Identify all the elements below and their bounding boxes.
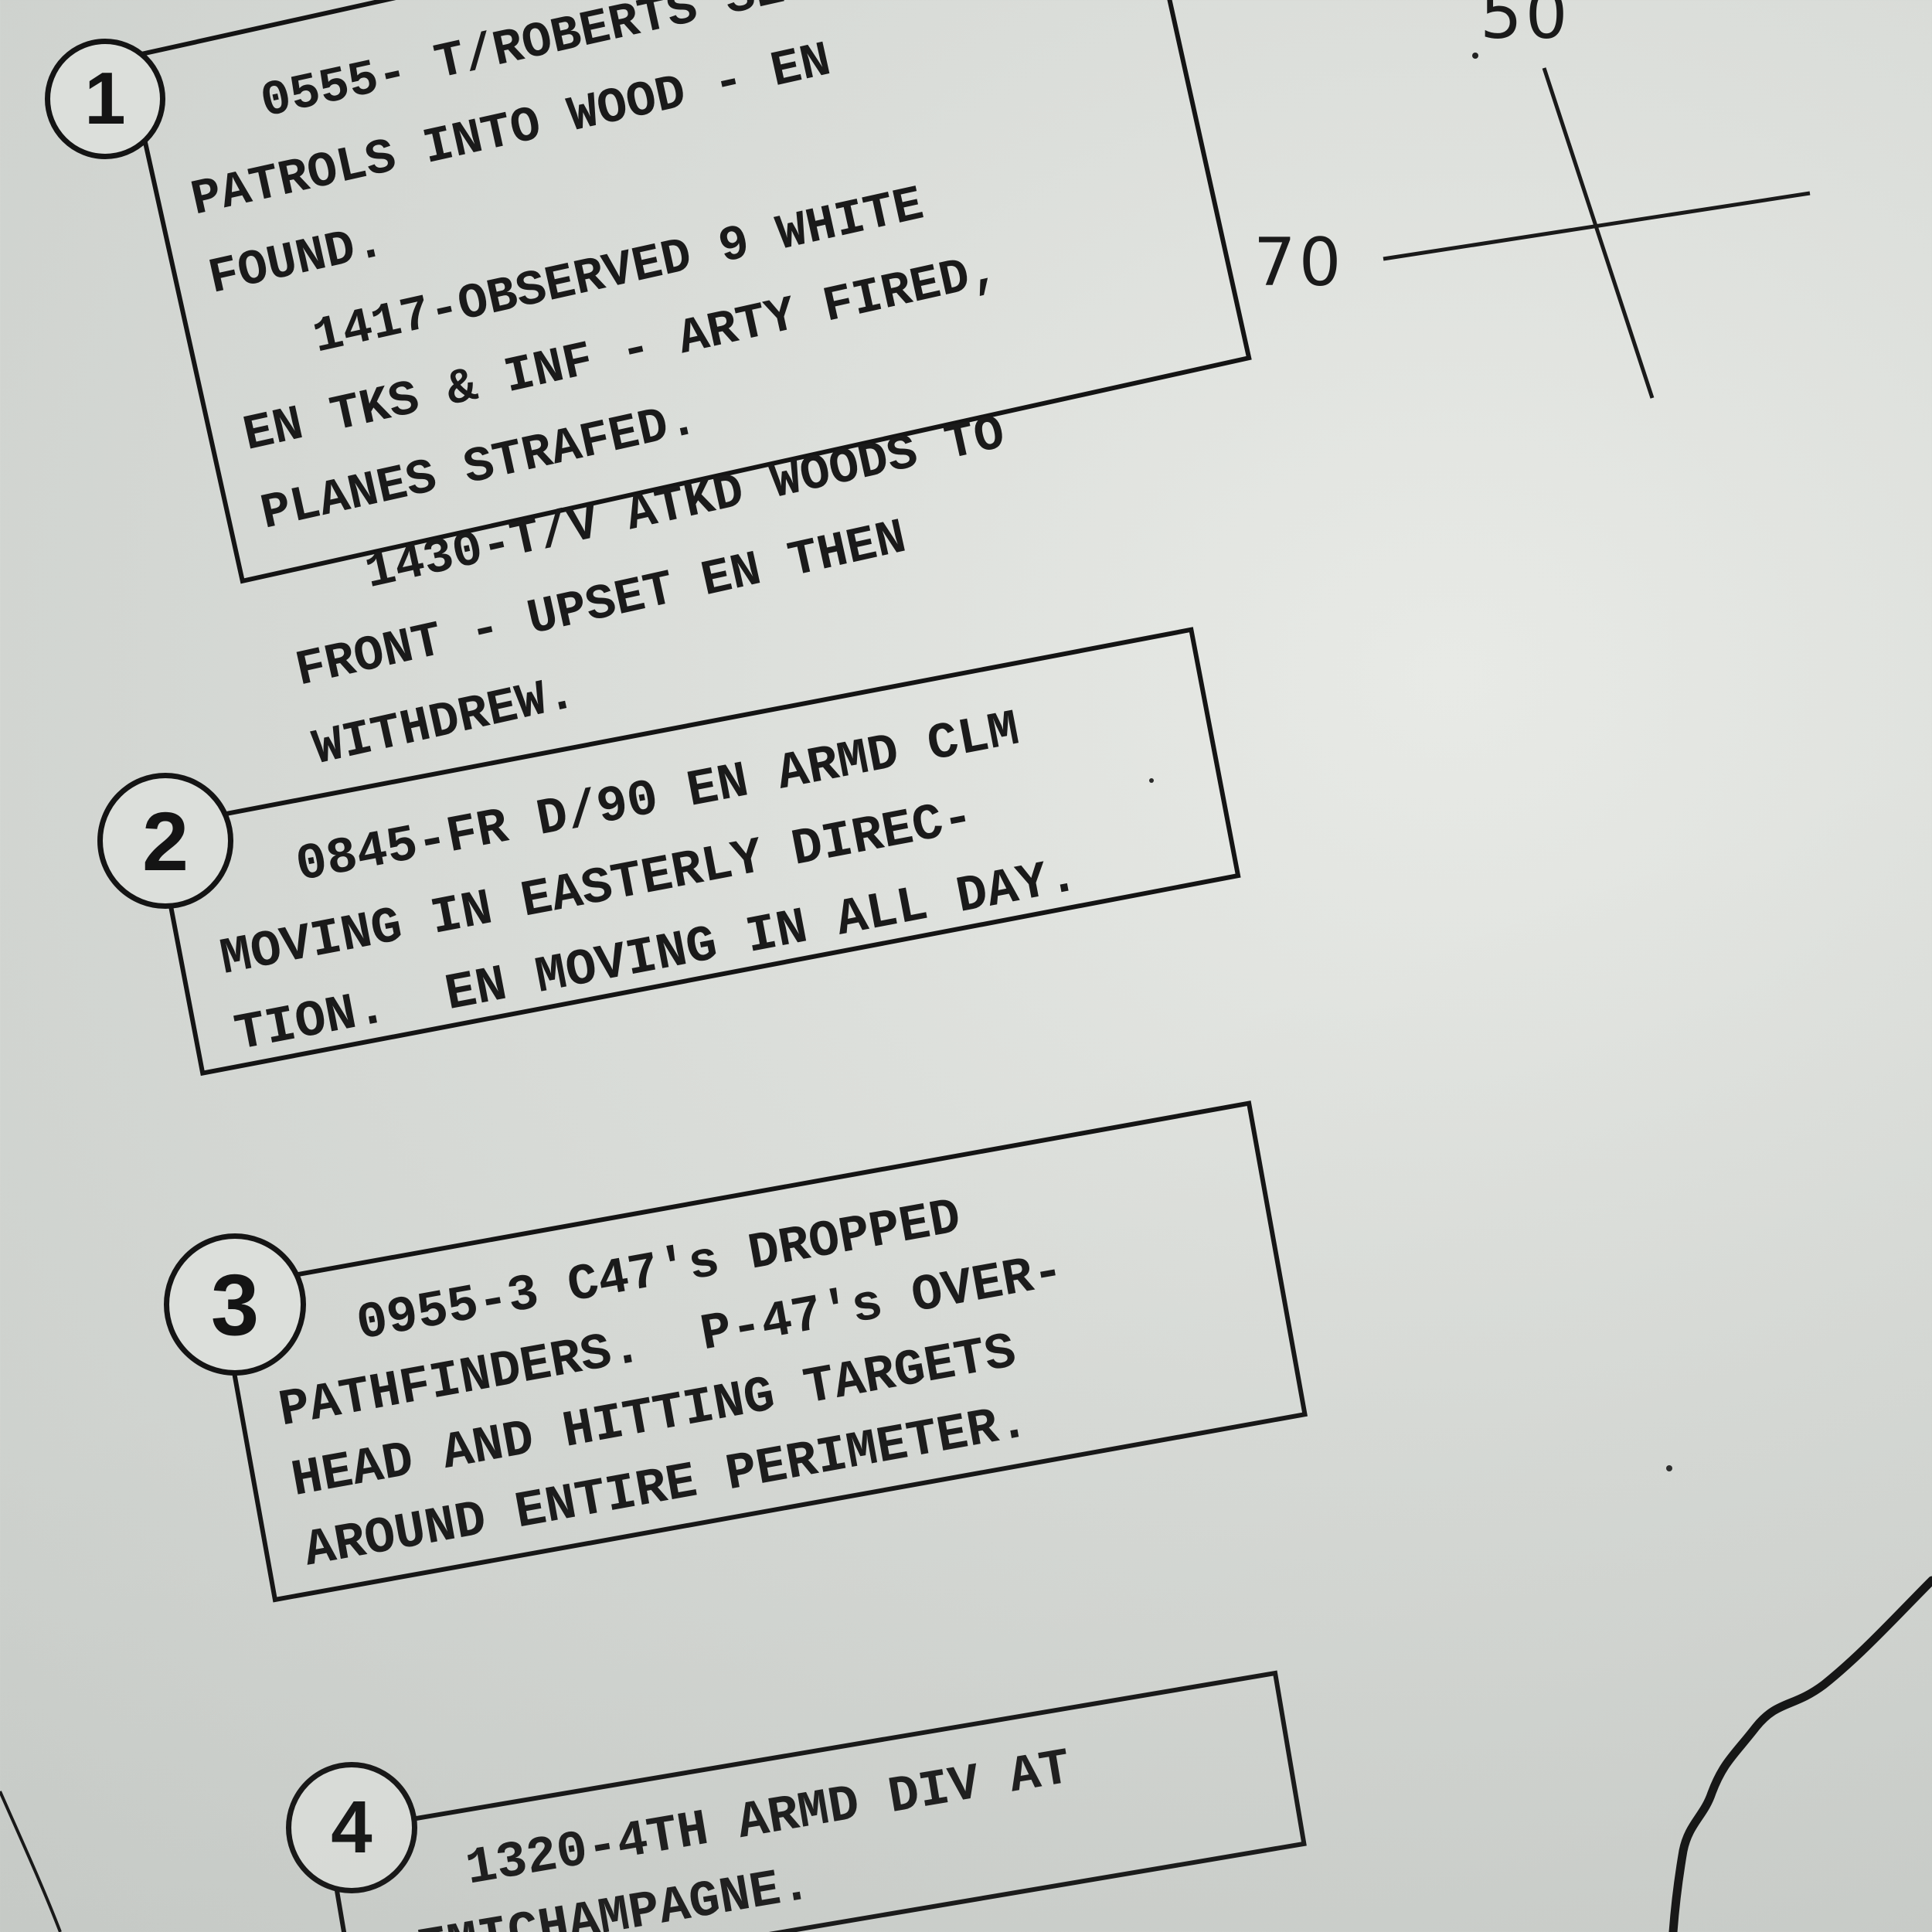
grid-crosshair-icon [1383, 67, 1811, 399]
terrain-boundary-line [1668, 1576, 1932, 1932]
event-number-1-badge: 1 [45, 39, 165, 159]
event-1-line: FOUND. [203, 214, 390, 308]
grid-easting-label: 50 [1480, 0, 1571, 54]
left-edge-line [0, 1791, 62, 1932]
event-number-4-badge: 4 [286, 1762, 417, 1893]
grid-northing-line [1383, 191, 1811, 261]
event-1-text: 0555- T/ROBERTS SENT PATROLS INTO WOOD -… [166, 0, 1076, 791]
event-box-3: 0955-3 C47's DROPPED PATHFINDERS. P-47's… [216, 1100, 1308, 1603]
event-box-4: 1320-4TH ARMD DIV AT REMICHAMPAGNE. [325, 1670, 1307, 1932]
event-4-text: 1320-4TH ARMD DIV AT REMICHAMPAGNE. [370, 1733, 1088, 1932]
event-3-text: 0955-3 C47's DROPPED PATHFINDERS. P-47's… [261, 1166, 1095, 1587]
event-box-1: 0555- T/ROBERTS SENT PATROLS INTO WOOD -… [124, 0, 1252, 778]
grid-label-dot [1472, 53, 1478, 59]
grid-northing-label: 70 [1253, 224, 1345, 301]
event-number-3-badge: 3 [164, 1233, 306, 1376]
grid-easting-line [1542, 67, 1655, 399]
event-number-2-badge: 2 [97, 773, 233, 909]
